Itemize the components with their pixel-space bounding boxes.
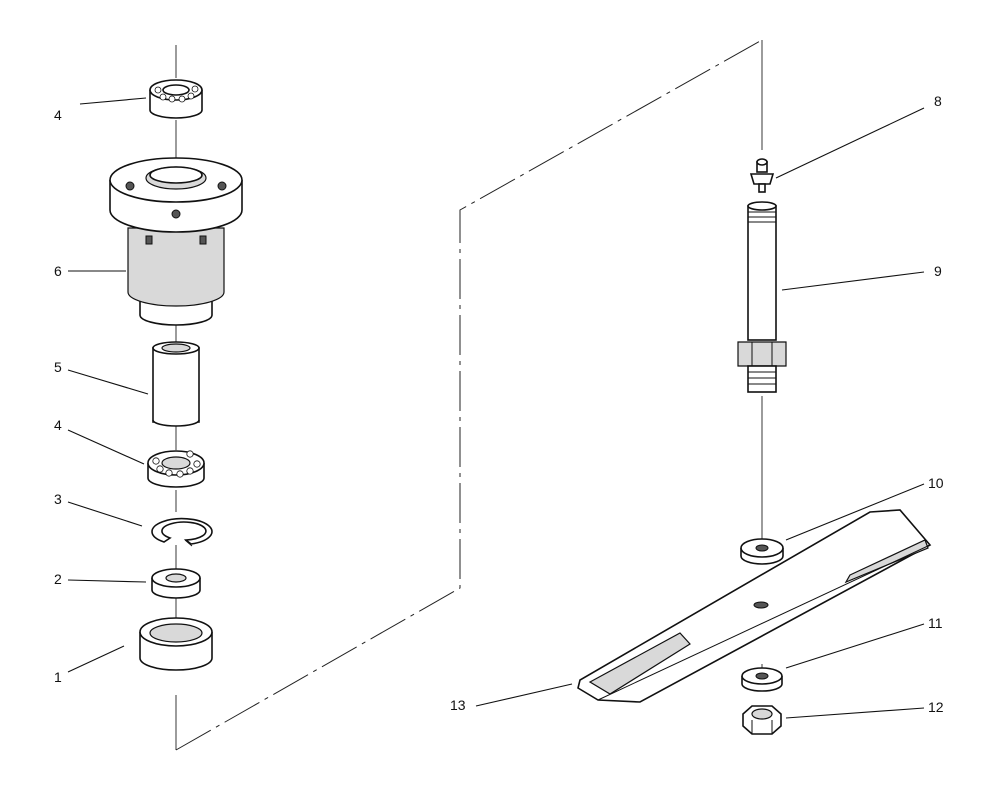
grease-fitting	[749, 158, 775, 193]
assembly-connection-line	[175, 39, 763, 751]
callout-10: 10	[928, 475, 944, 491]
bearing-lower	[147, 450, 205, 488]
small-spacer	[151, 568, 201, 599]
callout-4-lower: 4	[54, 417, 62, 433]
spacer-tube	[152, 341, 200, 427]
bearing-cup	[139, 617, 213, 671]
callout-12: 12	[928, 699, 944, 715]
callout-5: 5	[54, 359, 62, 375]
hex-nut	[742, 705, 782, 735]
callout-3: 3	[54, 491, 62, 507]
spindle-shaft	[737, 201, 787, 393]
callout-6: 6	[54, 263, 62, 279]
callout-4-top: 4	[54, 107, 62, 123]
callout-11: 11	[928, 615, 943, 631]
callout-13: 13	[450, 697, 466, 713]
callout-8: 8	[934, 93, 942, 109]
bearing-top	[149, 79, 203, 119]
leader-lines	[67, 97, 925, 719]
callout-2: 2	[54, 571, 62, 587]
callout-1: 1	[54, 669, 62, 685]
callout-9: 9	[934, 263, 942, 279]
mower-blade	[577, 509, 932, 703]
washer-lower	[741, 667, 783, 692]
snap-ring	[151, 517, 213, 547]
spindle-housing	[109, 157, 243, 326]
washer-upper	[740, 538, 784, 565]
